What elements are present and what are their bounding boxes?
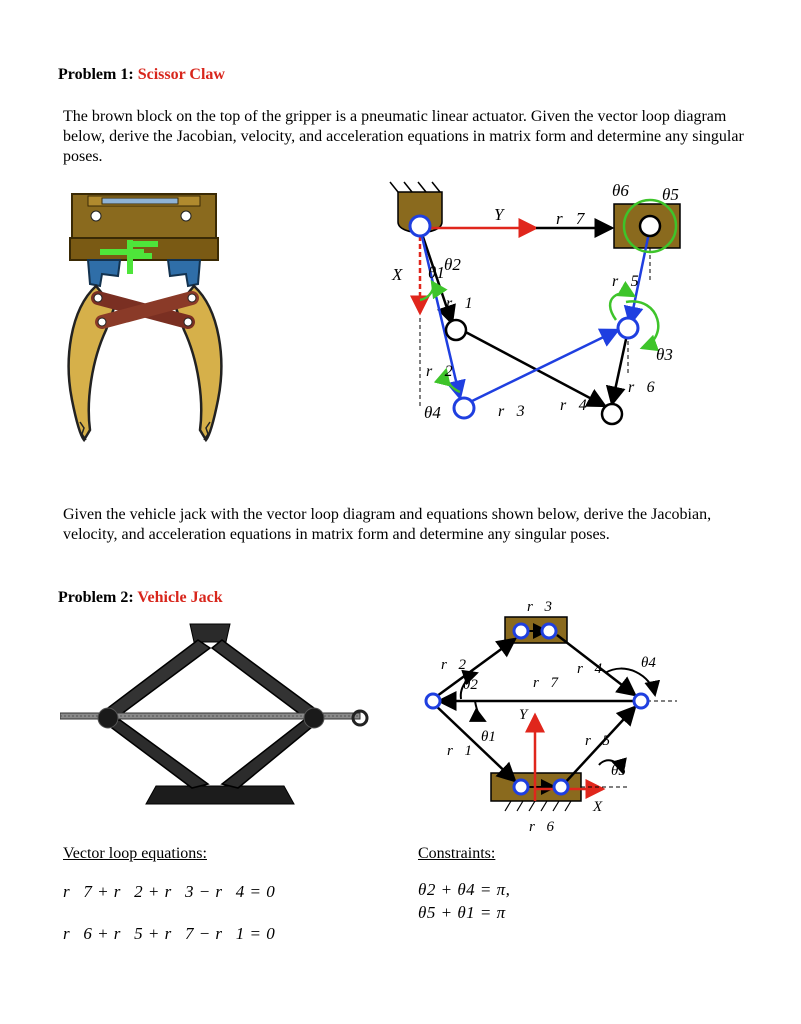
jack-label-r2: r⃗2 [441,657,467,673]
problem2-title: Vehicle Jack [137,589,223,606]
jack-label-theta1: θ1 [481,729,496,745]
jack-label-r1: r⃗1 [447,743,472,759]
label-r6: r⃗6 [628,379,655,396]
label-theta4: θ4 [424,403,441,422]
jack-label-r7: r⃗7 [533,675,560,691]
constraints-heading: Constraints: [418,845,496,862]
jack-label-Y: Y [519,707,529,723]
jack-arm-lower-right [220,719,320,789]
label-r4: r⃗4 [560,397,587,414]
jack-label-theta4: θ4 [641,655,656,671]
label-r2: r⃗2 [426,363,453,380]
jack-label-r3: r⃗3 [527,599,552,615]
label-theta6: θ6 [612,181,629,200]
label-r5: r⃗5 [612,273,639,290]
label-r3: r⃗3 [498,403,525,420]
vector-loop-eq2: r⃗6 + r⃗5 + r⃗7 − r⃗1 = 0⃗ [63,924,289,943]
problem2-heading: Problem 2: Vehicle Jack [58,589,223,607]
problem2-intro: Given the vehicle jack with the vector l… [63,506,712,543]
vector-loop-eq1: r⃗7 + r⃗2 + r⃗3 − r⃗4 = 0⃗ [63,882,289,901]
jack-label-r5: r⃗5 [585,733,611,749]
label-theta2: θ2 [444,255,461,274]
label-theta1: θ1 [428,263,445,282]
label-Y: Y [494,205,505,224]
constraint-2: θ5 + θ1 = π [418,903,506,922]
scissor-claw-image [67,193,223,443]
problem1-description: The brown block on the top of the grippe… [63,108,744,165]
problem2-label: Problem 2: [58,589,134,606]
vehicle-jack-vector-diagram: r⃗3 r⃗2 θ2 r⃗7 r⃗4 θ4 Y θ1 r⃗1 r⃗5 θ5 X … [424,599,677,835]
problem1-label: Problem 1: [58,66,134,83]
vehicle-jack-image [60,623,369,805]
label-r1: r⃗1 [446,295,473,312]
jack-arm-upper-right [210,639,324,721]
label-X: X [391,265,403,284]
problem1-heading: Problem 1: Scissor Claw [58,66,225,84]
scissor-claw-vector-diagram: Y r⃗7 X θ1 θ2 r⃗1 r⃗2 θ4 r⃗3 r⃗4 r⃗5 r⃗6… [389,181,681,426]
jack-label-theta2: θ2 [463,677,478,693]
jack-label-X: X [592,799,603,815]
jack-arm-upper-left [98,639,212,719]
vector-loop-heading: Vector loop equations: [63,845,207,862]
label-theta3: θ3 [656,345,673,364]
jack-arm-lower-left [102,719,210,789]
jack-label-theta5: θ5 [611,763,626,779]
problem1-title: Scissor Claw [137,66,225,83]
jack-label-r6: r⃗6 [529,819,555,835]
jack-label-r4: r⃗4 [577,661,603,677]
label-r7: r⃗7 [556,209,586,228]
constraint-1: θ2 + θ4 = π, [418,880,511,899]
label-theta5: θ5 [662,185,679,204]
